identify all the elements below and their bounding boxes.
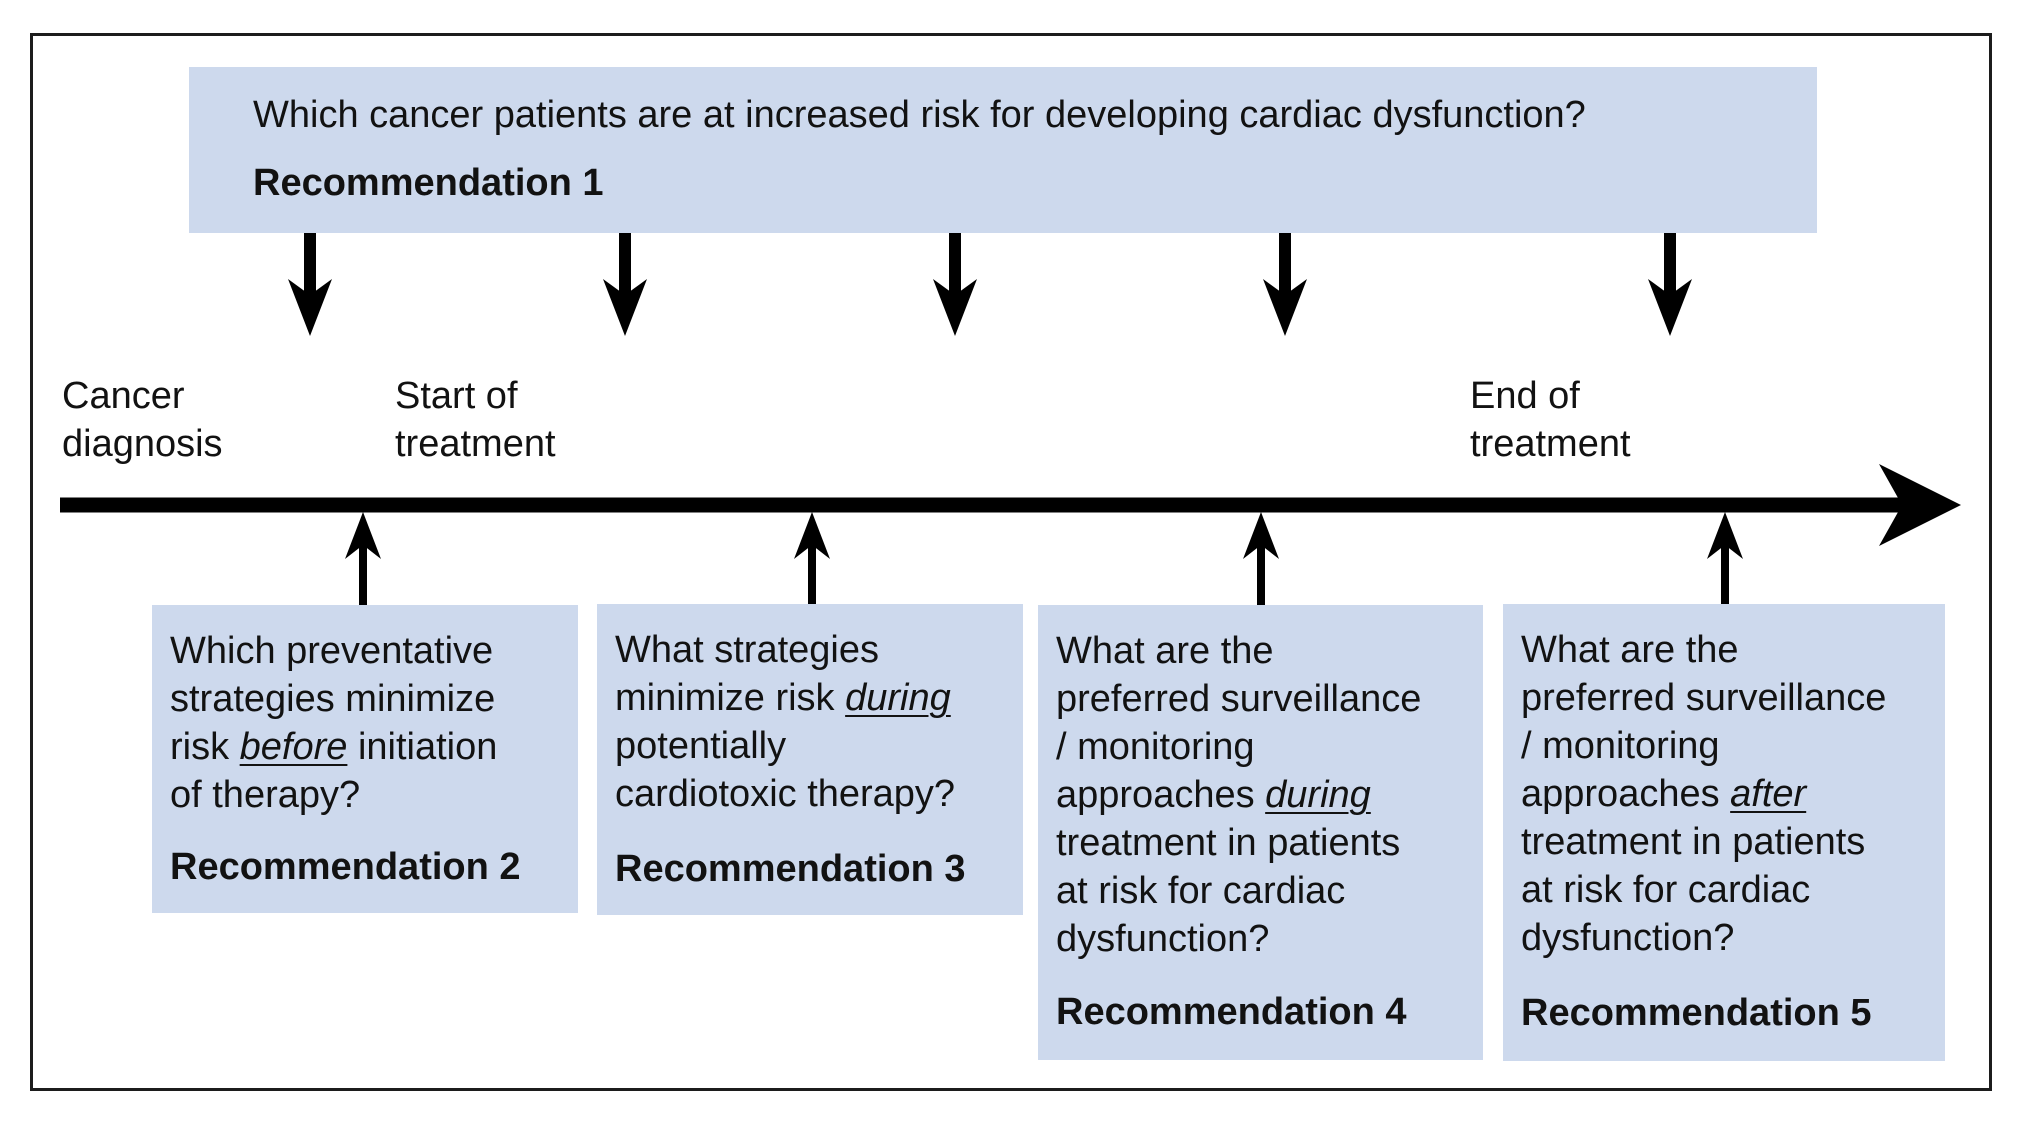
recommendation-5-box: What are the preferred surveillance / mo… <box>1503 604 1945 1061</box>
down-arrow-icon <box>595 233 655 338</box>
down-arrow-icon <box>280 233 340 338</box>
milestone-cancer-diagnosis: Cancer diagnosis <box>62 375 223 465</box>
timeline-arrow <box>30 460 1992 560</box>
recommendation-4-box: What are the preferred surveillance / mo… <box>1038 605 1483 1060</box>
recommendation-1-box: Which cancer patients are at increased r… <box>189 67 1817 233</box>
recommendation-4-label: Recommendation 4 <box>1056 991 1407 1033</box>
recommendation-2-box: Which preventative strategies minimize r… <box>152 605 578 913</box>
up-arrow-icon <box>787 512 837 607</box>
recommendation-1-label: Recommendation 1 <box>253 162 604 204</box>
recommendation-5-label: Recommendation 5 <box>1521 992 1872 1034</box>
down-arrow-icon <box>1255 233 1315 338</box>
up-arrow-icon <box>338 512 388 607</box>
down-arrow-icon <box>1640 233 1700 338</box>
recommendation-1-question: Which cancer patients are at increased r… <box>253 94 1586 136</box>
recommendation-3-box: What strategies minimize risk during pot… <box>597 604 1023 915</box>
recommendation-3-label: Recommendation 3 <box>615 848 966 890</box>
recommendation-3-question: What strategies minimize risk during pot… <box>615 629 956 815</box>
recommendation-5-question: What are the preferred surveillance / mo… <box>1521 629 1887 959</box>
recommendation-2-question: Which preventative strategies minimize r… <box>170 630 498 816</box>
up-arrow-icon <box>1700 512 1750 607</box>
recommendation-4-question: What are the preferred surveillance / mo… <box>1056 630 1422 960</box>
milestone-start-of-treatment: Start of treatment <box>395 375 556 465</box>
down-arrow-icon <box>925 233 985 338</box>
recommendation-2-label: Recommendation 2 <box>170 846 521 888</box>
up-arrow-icon <box>1236 512 1286 607</box>
milestone-end-of-treatment: End of treatment <box>1470 375 1631 465</box>
